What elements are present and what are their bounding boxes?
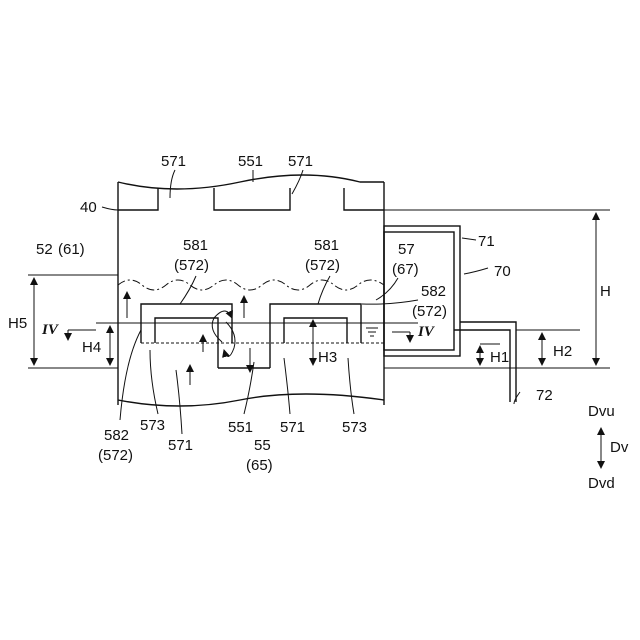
label-H3: H3 bbox=[318, 349, 337, 366]
label-H2: H2 bbox=[553, 343, 572, 360]
label-IV-right: IV bbox=[417, 324, 436, 340]
label-572-bottom: (572) bbox=[98, 447, 133, 464]
label-H4: H4 bbox=[82, 339, 101, 356]
label-40: 40 bbox=[80, 199, 97, 216]
label-571-bottom-right: 571 bbox=[280, 419, 305, 436]
label-H5: H5 bbox=[8, 315, 27, 332]
label-67: (67) bbox=[392, 261, 419, 278]
label-Dvu: Dvu bbox=[588, 403, 615, 420]
liquid-surface bbox=[118, 280, 384, 290]
label-H1: H1 bbox=[490, 349, 509, 366]
label-72: 72 bbox=[536, 387, 553, 404]
label-Dvd: Dvd bbox=[588, 475, 615, 492]
label-582-right: 582 bbox=[421, 283, 446, 300]
label-551-bottom: 551 bbox=[228, 419, 253, 436]
label-572-582-right: (572) bbox=[412, 303, 447, 320]
label-61: (61) bbox=[58, 241, 85, 258]
label-571-top-right: 571 bbox=[288, 153, 313, 170]
label-572-right: (572) bbox=[305, 257, 340, 274]
label-57: 57 bbox=[398, 241, 415, 258]
label-551-top: 551 bbox=[238, 153, 263, 170]
label-55: 55 bbox=[254, 437, 271, 454]
label-581-left: 581 bbox=[183, 237, 208, 254]
label-65: (65) bbox=[246, 457, 273, 474]
label-71: 71 bbox=[478, 233, 495, 250]
label-IV-left: IV bbox=[41, 322, 60, 338]
label-52: 52 bbox=[36, 241, 53, 258]
label-581-right: 581 bbox=[314, 237, 339, 254]
label-H: H bbox=[600, 283, 611, 300]
label-Dv: Dv bbox=[610, 439, 629, 456]
label-571-bottom-left: 571 bbox=[168, 437, 193, 454]
label-582-bottom: 582 bbox=[104, 427, 129, 444]
label-571-top-left: 571 bbox=[161, 153, 186, 170]
label-70: 70 bbox=[494, 263, 511, 280]
tank-body bbox=[118, 175, 384, 406]
label-573-left: 573 bbox=[140, 417, 165, 434]
label-572-left: (572) bbox=[174, 257, 209, 274]
label-573-right: 573 bbox=[342, 419, 367, 436]
